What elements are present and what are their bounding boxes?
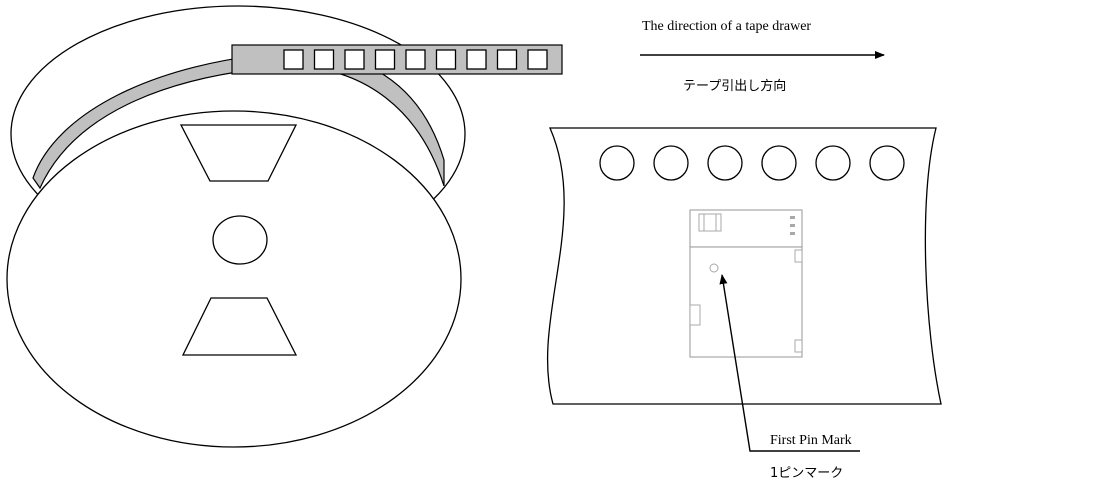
component-shield-small [698,213,722,232]
tape-leader-pockets [283,49,548,70]
reel-hub [212,215,268,265]
pointer-arrow-icon [719,274,860,452]
tape-pocket [344,49,365,70]
component-body [689,246,803,358]
sprocket-hole [653,145,689,181]
tape-pocket [466,49,487,70]
component-notch [794,249,803,263]
pin-mark-label-jp: 1ピンマーク [770,466,844,481]
sprocket-hole [599,145,635,181]
component-dot [790,224,795,227]
sprocket-hole [815,145,851,181]
sprocket-hole [707,145,743,181]
sprocket-hole [869,145,905,181]
tape-pocket [374,49,396,70]
first-pin-mark [709,263,719,273]
tape-pocket [435,49,457,70]
component-notch [689,304,701,326]
pin-mark-label-en: First Pin Mark [770,433,852,448]
tape-pocket [283,49,304,70]
reel-window-bottom [181,297,298,356]
tape-pocket [313,49,335,70]
sprocket-hole [761,145,797,181]
component [689,209,803,358]
reel [6,5,563,448]
direction-label-en: The direction of a tape drawer [642,19,812,34]
direction-label-jp: テープ引出し方向 [683,79,787,94]
reel-window-top [179,124,298,182]
tape-pocket [527,49,548,70]
tape-pocket [405,49,426,70]
tape-pocket [496,49,518,70]
component-dot [790,232,795,235]
carrier-tape-section [546,127,942,405]
sprocket-holes [599,145,905,181]
component-notch [794,339,803,353]
reel-front-flange [6,110,462,448]
component-dot [790,216,795,219]
